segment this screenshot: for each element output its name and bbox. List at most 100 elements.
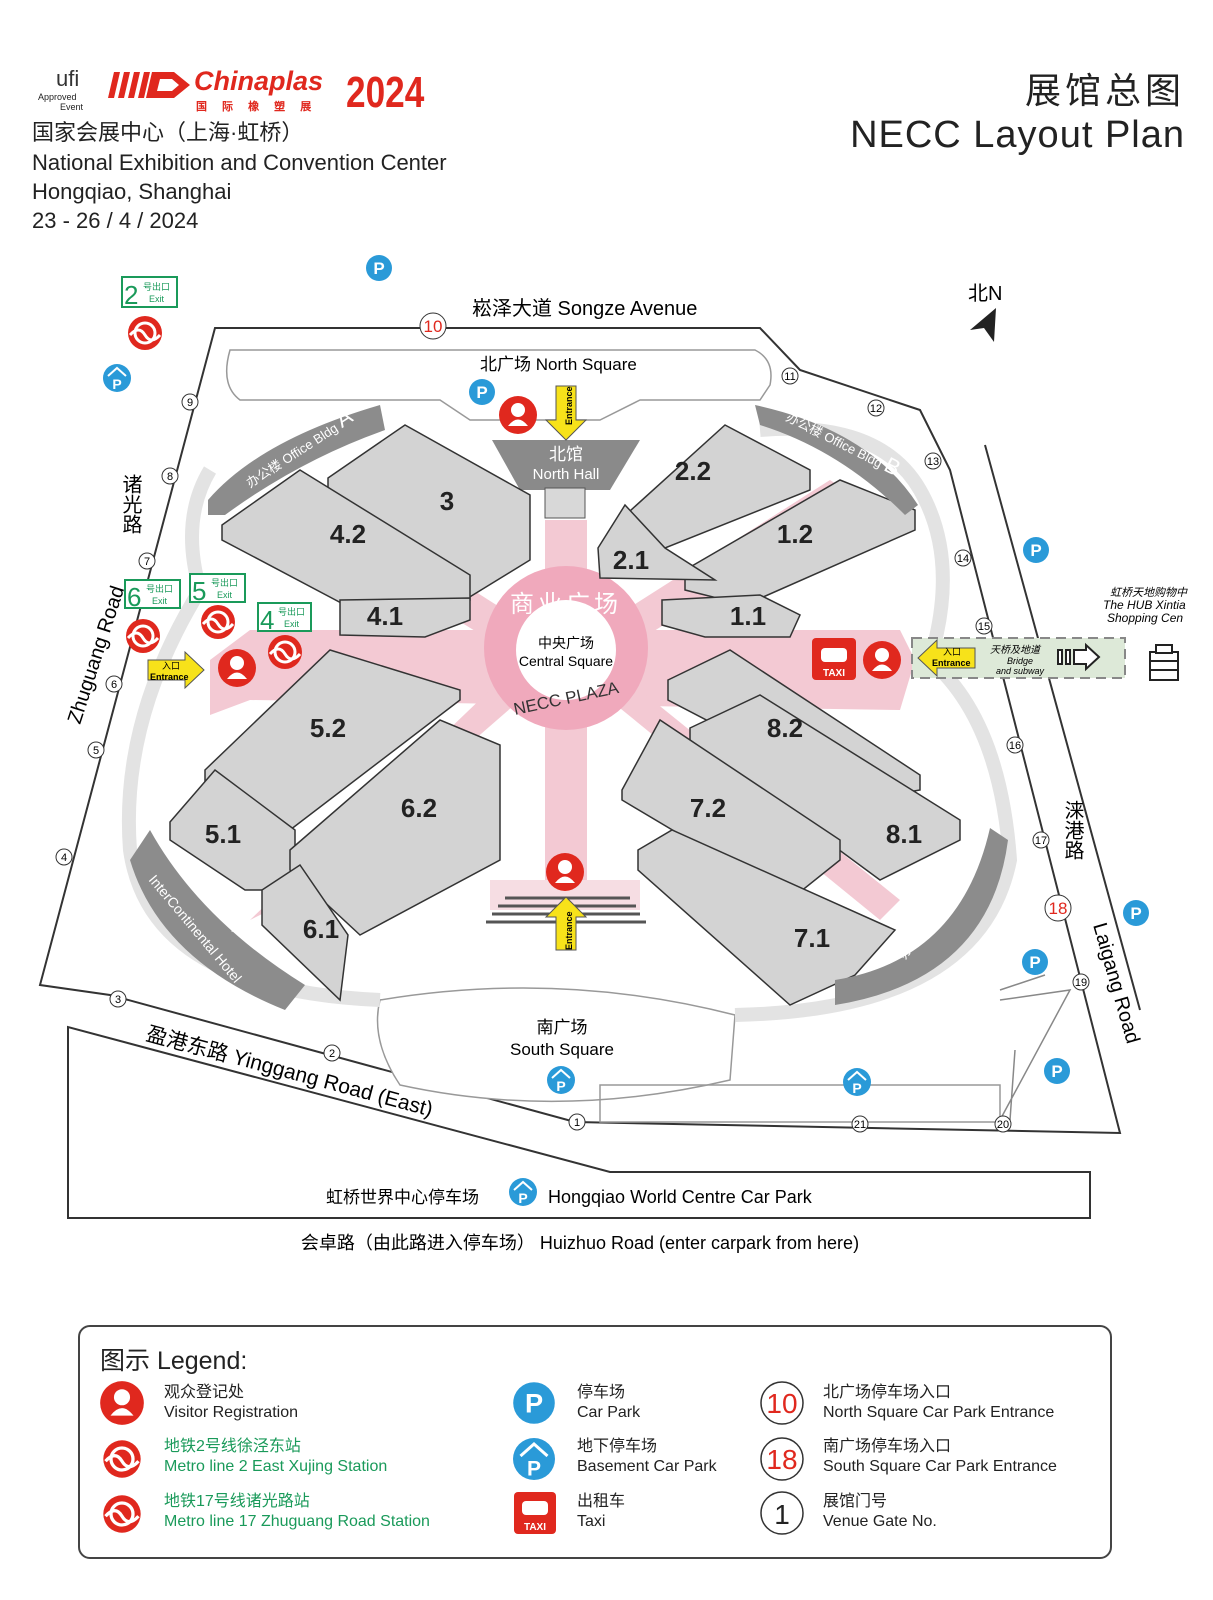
gate-circle — [105, 675, 123, 693]
basement-car-park-icon[interactable] — [102, 363, 132, 393]
svg-text:Entrance: Entrance — [150, 672, 189, 682]
brand-name: Chinaplas — [194, 66, 324, 96]
hall-label: 8.2 — [767, 713, 803, 743]
plaza-cn-label: 商业广场 — [510, 591, 622, 618]
gate-circle — [924, 452, 942, 470]
svg-text:Exit: Exit — [284, 619, 300, 629]
north-square-label: 北广场 North Square — [480, 355, 637, 374]
metro-line-2-icon[interactable] — [126, 314, 164, 352]
hall-1-1 — [661, 594, 801, 638]
svg-text:2: 2 — [124, 280, 138, 310]
svg-text:5: 5 — [192, 576, 206, 606]
visitor-registration-icon[interactable] — [863, 641, 901, 679]
gate-marker: 16 — [1006, 736, 1024, 754]
gate-marker: 8 — [161, 467, 179, 485]
gate-circle — [1006, 736, 1024, 754]
gate-marker: 17 — [1032, 831, 1050, 849]
event-dates: 23 - 26 / 4 / 2024 — [32, 208, 199, 233]
gate-marker: 9 — [181, 393, 199, 411]
south-square-cn: 南广场 — [537, 1018, 588, 1037]
north-hall-en: North Hall — [533, 466, 600, 483]
svg-text:号出口: 号出口 — [146, 583, 173, 594]
visitor-registration-icon[interactable] — [546, 853, 584, 891]
gate-number: 19 — [1075, 977, 1087, 989]
hall-label: 1.2 — [777, 519, 813, 549]
legend-en: Basement Car Park — [577, 1458, 717, 1475]
metro-line-17-icon[interactable] — [199, 603, 237, 641]
car-park-icon[interactable] — [366, 255, 392, 281]
visitor-registration-icon[interactable] — [499, 396, 537, 434]
page-title-en: NECC Layout Plan — [850, 114, 1185, 156]
gate-marker: 3 — [109, 990, 127, 1008]
gate-marker: 21 — [851, 1115, 869, 1133]
car-park-icon[interactable] — [1022, 949, 1048, 975]
svg-text:入口: 入口 — [943, 647, 961, 657]
gate-marker: 14 — [954, 549, 972, 567]
walk-arrow-icon — [1057, 642, 1101, 672]
north-hall-cn: 北馆 — [549, 445, 583, 464]
gate-number: 14 — [957, 553, 969, 565]
car-park-icon[interactable] — [1023, 537, 1049, 563]
entrance-arrow-north: Entrance — [544, 385, 588, 441]
page-title-cn: 展馆总图 — [1024, 70, 1185, 111]
taxi-icon[interactable]: TAXI — [812, 638, 856, 680]
visitor-registration-icon[interactable] — [218, 649, 256, 687]
legend-en: Car Park — [577, 1404, 641, 1421]
basement-car-park-icon[interactable] — [842, 1067, 872, 1097]
hall-label: 7.2 — [690, 793, 726, 823]
gate-marker: 12 — [867, 399, 885, 417]
legend-en: Visitor Registration — [164, 1404, 298, 1421]
car-park-icon[interactable] — [1044, 1058, 1070, 1084]
gate-number: 6 — [111, 679, 117, 691]
svg-text:号出口: 号出口 — [211, 577, 238, 588]
gate-number: 18 — [1049, 899, 1068, 918]
basement-car-park-icon[interactable] — [546, 1065, 576, 1095]
venue-en: National Exhibition and Convention Cente… — [32, 150, 447, 175]
gate-circle — [419, 312, 447, 340]
office-building-c — [835, 828, 1008, 1005]
basement-car-park-icon[interactable] — [508, 1177, 538, 1207]
gate-circle — [867, 399, 885, 417]
legend-en: North Square Car Park Entrance — [823, 1404, 1055, 1421]
svg-text:4: 4 — [260, 605, 274, 635]
hall-2-1 — [597, 503, 718, 581]
huizhuo-road-label: 会卓路（由此路进入停车场） Huizhuo Road (enter carpar… — [301, 1233, 859, 1253]
south-car-park-entrance-icon: 18 — [760, 1437, 804, 1481]
car-park-icon[interactable] — [1123, 900, 1149, 926]
gate-number: 12 — [870, 403, 882, 415]
north-hall — [492, 440, 640, 490]
legend-icons-col1 — [100, 1381, 144, 1533]
office-building-a — [208, 405, 385, 515]
legend-cn: 地铁2号线徐泾东站 — [164, 1438, 301, 1455]
legend-en: Metro line 17 Zhuguang Road Station — [164, 1513, 430, 1530]
gate-number: 2 — [329, 1048, 335, 1060]
car-park-icon[interactable] — [469, 379, 495, 405]
east-small-roads — [999, 974, 1072, 1121]
legend-en: Metro line 2 East Xujing Station — [164, 1458, 388, 1475]
hall-label: 6.1 — [303, 914, 339, 944]
gate-number: 17 — [1035, 835, 1047, 847]
gate-circle — [954, 549, 972, 567]
metro-line-17-icon[interactable] — [124, 617, 162, 655]
bridge-en-2: and subway — [996, 666, 1045, 676]
gate-circle — [109, 990, 127, 1008]
hub-en-1: The HUB Xintia — [1103, 598, 1186, 612]
gate-number: 11 — [784, 371, 795, 383]
north-hall-base — [544, 487, 586, 519]
car-park-en: Hongqiao World Centre Car Park — [548, 1187, 813, 1207]
svg-text:号出口: 号出口 — [278, 606, 305, 617]
svg-text:TAXI: TAXI — [524, 1522, 546, 1533]
gate-marker: 11 — [781, 367, 799, 385]
hall-label: 4.2 — [330, 519, 366, 549]
entrance-arrow-south: Entrance — [544, 896, 588, 951]
metro-line-17-icon[interactable] — [266, 633, 304, 671]
gate-number: 20 — [997, 1119, 1009, 1131]
hall-label: 5.1 — [205, 819, 241, 849]
venue-cn: 国家会展中心（上海·虹桥） — [32, 120, 304, 145]
